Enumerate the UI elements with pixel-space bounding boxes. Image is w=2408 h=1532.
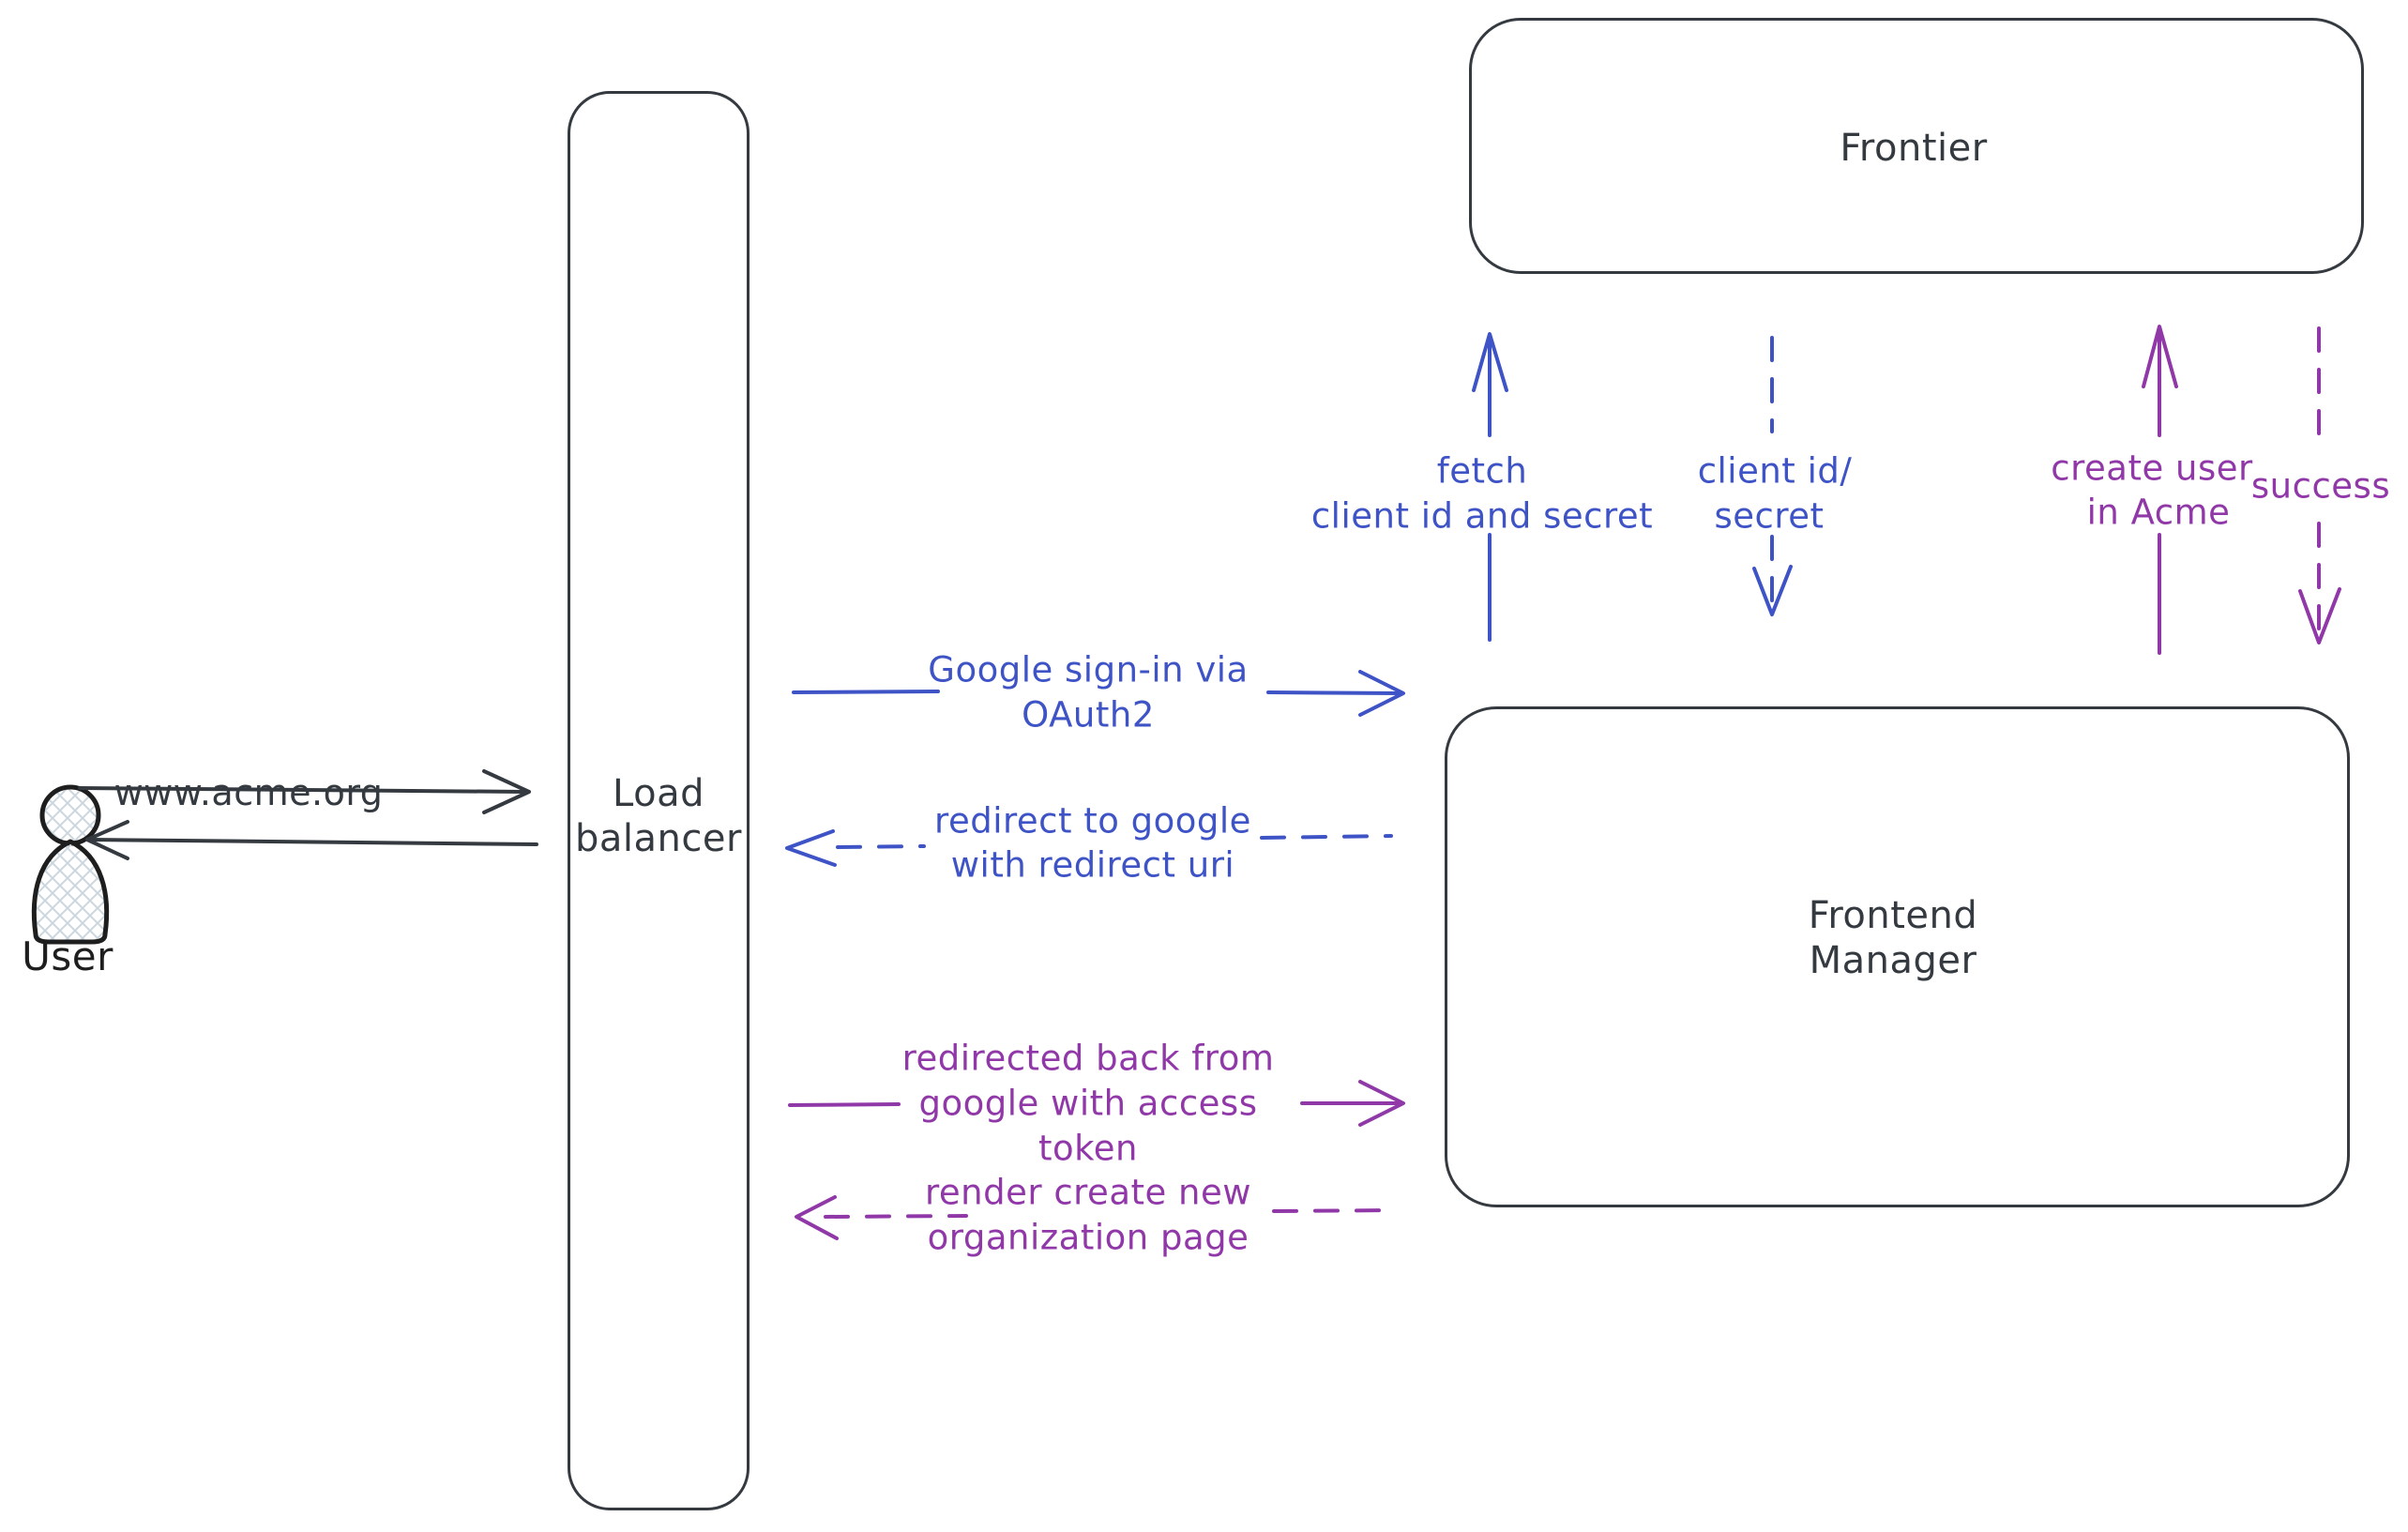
edge-label-fetch-secret-line1: fetch	[1436, 450, 1528, 492]
node-frontend-manager	[1445, 706, 2350, 1207]
edge-label-redirect-google-line1: redirect to google	[934, 800, 1251, 842]
user-body	[31, 839, 110, 945]
arrow-client-id-secret	[1752, 336, 1793, 616]
edge-label-create-user-line2: in Acme	[2086, 492, 2231, 533]
edge-label-www-acme: www.acme.org	[114, 772, 384, 813]
edge-label-google-signin-line1: Google sign-in via	[928, 649, 1249, 690]
edge-label-redirect-google-line2: with redirect uri	[950, 844, 1235, 886]
load-balancer-label-line2: balancer	[575, 817, 742, 860]
frontier-label: Frontier	[1840, 127, 1988, 170]
edge-label-render-page-line1: render create new	[924, 1172, 1252, 1213]
arrow-response-to-user	[85, 820, 538, 860]
arrow-redirect-google	[785, 829, 1393, 867]
load-balancer-label-line1: Load	[613, 772, 704, 815]
edge-label-fetch-secret-line2: client id and secret	[1310, 495, 1654, 537]
arrow-success	[2298, 326, 2341, 645]
edge-label-redirected-back-line2: google with access	[918, 1083, 1258, 1124]
arrow-redirected-back	[788, 1080, 1405, 1127]
frontend-manager-label-line2: Manager	[1809, 939, 1977, 982]
arrow-render-page	[795, 1195, 1398, 1240]
edge-label-google-signin-line2: OAuth2	[1022, 694, 1155, 736]
edge-label-redirected-back-line3: token	[1038, 1128, 1138, 1169]
edge-label-redirected-back-line1: redirected back from	[901, 1038, 1275, 1079]
user-label: User	[22, 933, 114, 979]
arrow-create-user	[2142, 325, 2178, 655]
arrow-www-acme	[78, 769, 531, 814]
node-load-balancer	[568, 91, 750, 1510]
edge-label-create-user-line1: create user	[2051, 447, 2253, 489]
user-figure	[31, 784, 110, 945]
arrow-google-signin	[792, 670, 1405, 717]
edge-label-client-id-secret-line1: client id/	[1697, 450, 1853, 492]
node-frontier	[1469, 18, 2364, 274]
edge-label-success: success	[2250, 465, 2391, 507]
arrow-fetch-secret	[1472, 332, 1508, 642]
edge-label-render-page-line2: organization page	[927, 1217, 1249, 1258]
edge-label-client-id-secret-line2: secret	[1714, 495, 1825, 537]
user-head	[39, 784, 101, 846]
frontend-manager-label-line1: Frontend	[1808, 894, 1978, 937]
